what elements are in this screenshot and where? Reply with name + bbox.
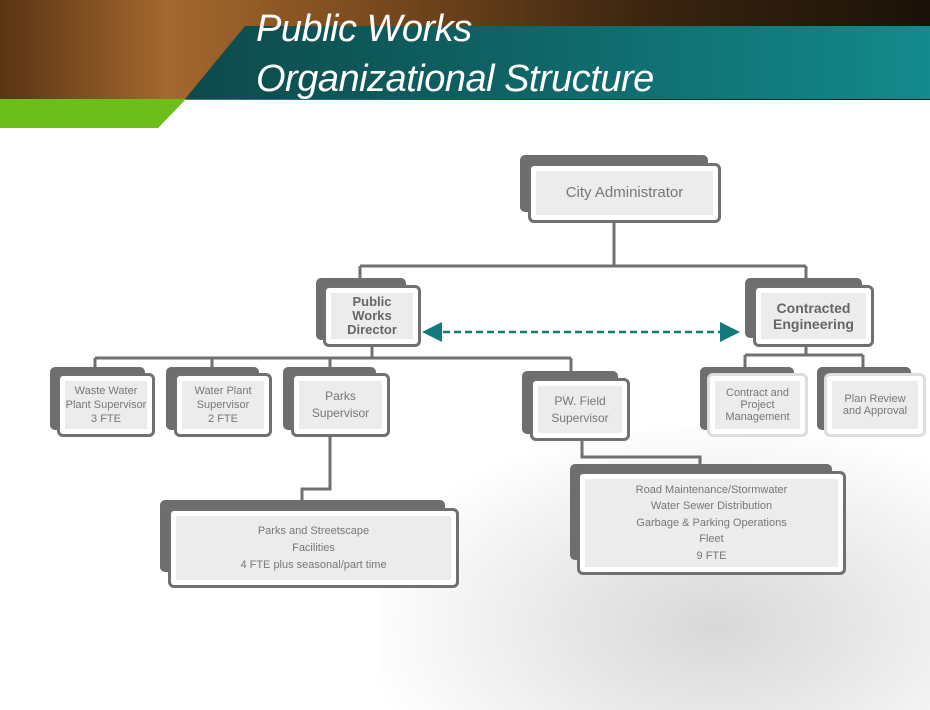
node-label: Public: [352, 294, 392, 309]
node-label: Garbage & Parking Operations: [636, 516, 787, 529]
node-label: Waste Water: [74, 385, 138, 397]
node-label: Supervisor: [551, 410, 609, 425]
node-label: 2 FTE: [208, 413, 238, 425]
node-label: Contract and: [726, 387, 789, 399]
node-label: Contracted: [776, 300, 851, 316]
node-label: Supervisor: [196, 399, 250, 411]
node-label: 3 FTE: [91, 413, 121, 425]
title-banner: [185, 26, 930, 99]
node-label: Water Plant: [194, 385, 252, 397]
title-line-2: Organizational Structure: [256, 58, 654, 100]
node-label: Director: [347, 322, 397, 337]
node-label: 4 FTE plus seasonal/part time: [240, 558, 387, 571]
node-label: Project: [740, 399, 775, 411]
node-label: Plan Review: [844, 393, 906, 405]
node-label: Works: [352, 308, 392, 323]
node-label: Fleet: [699, 533, 724, 546]
node-label: Supervisor: [311, 406, 370, 420]
node-label: Parks and Streetscape: [257, 524, 370, 537]
node-label: Facilities: [292, 541, 335, 554]
node-label: Road Maintenance/Stormwater: [635, 483, 788, 496]
node-label: Plant Supervisor: [65, 399, 147, 411]
page-title: Public Works Organizational Structure: [256, 4, 654, 104]
node-label: PW. Field: [554, 393, 606, 408]
node-label: Engineering: [773, 316, 854, 332]
node-label: Parks: [325, 389, 356, 403]
title-line-1: Public Works: [256, 8, 472, 50]
node-label: City Administrator: [565, 184, 684, 201]
node-label: and Approval: [842, 405, 908, 417]
node-city-administrator: City Administrator: [528, 163, 721, 223]
node-label: 9 FTE: [696, 549, 727, 562]
node-label: Water Sewer Distribution: [650, 500, 773, 513]
accent-bar: [0, 99, 186, 128]
node-label: Management: [725, 411, 790, 423]
